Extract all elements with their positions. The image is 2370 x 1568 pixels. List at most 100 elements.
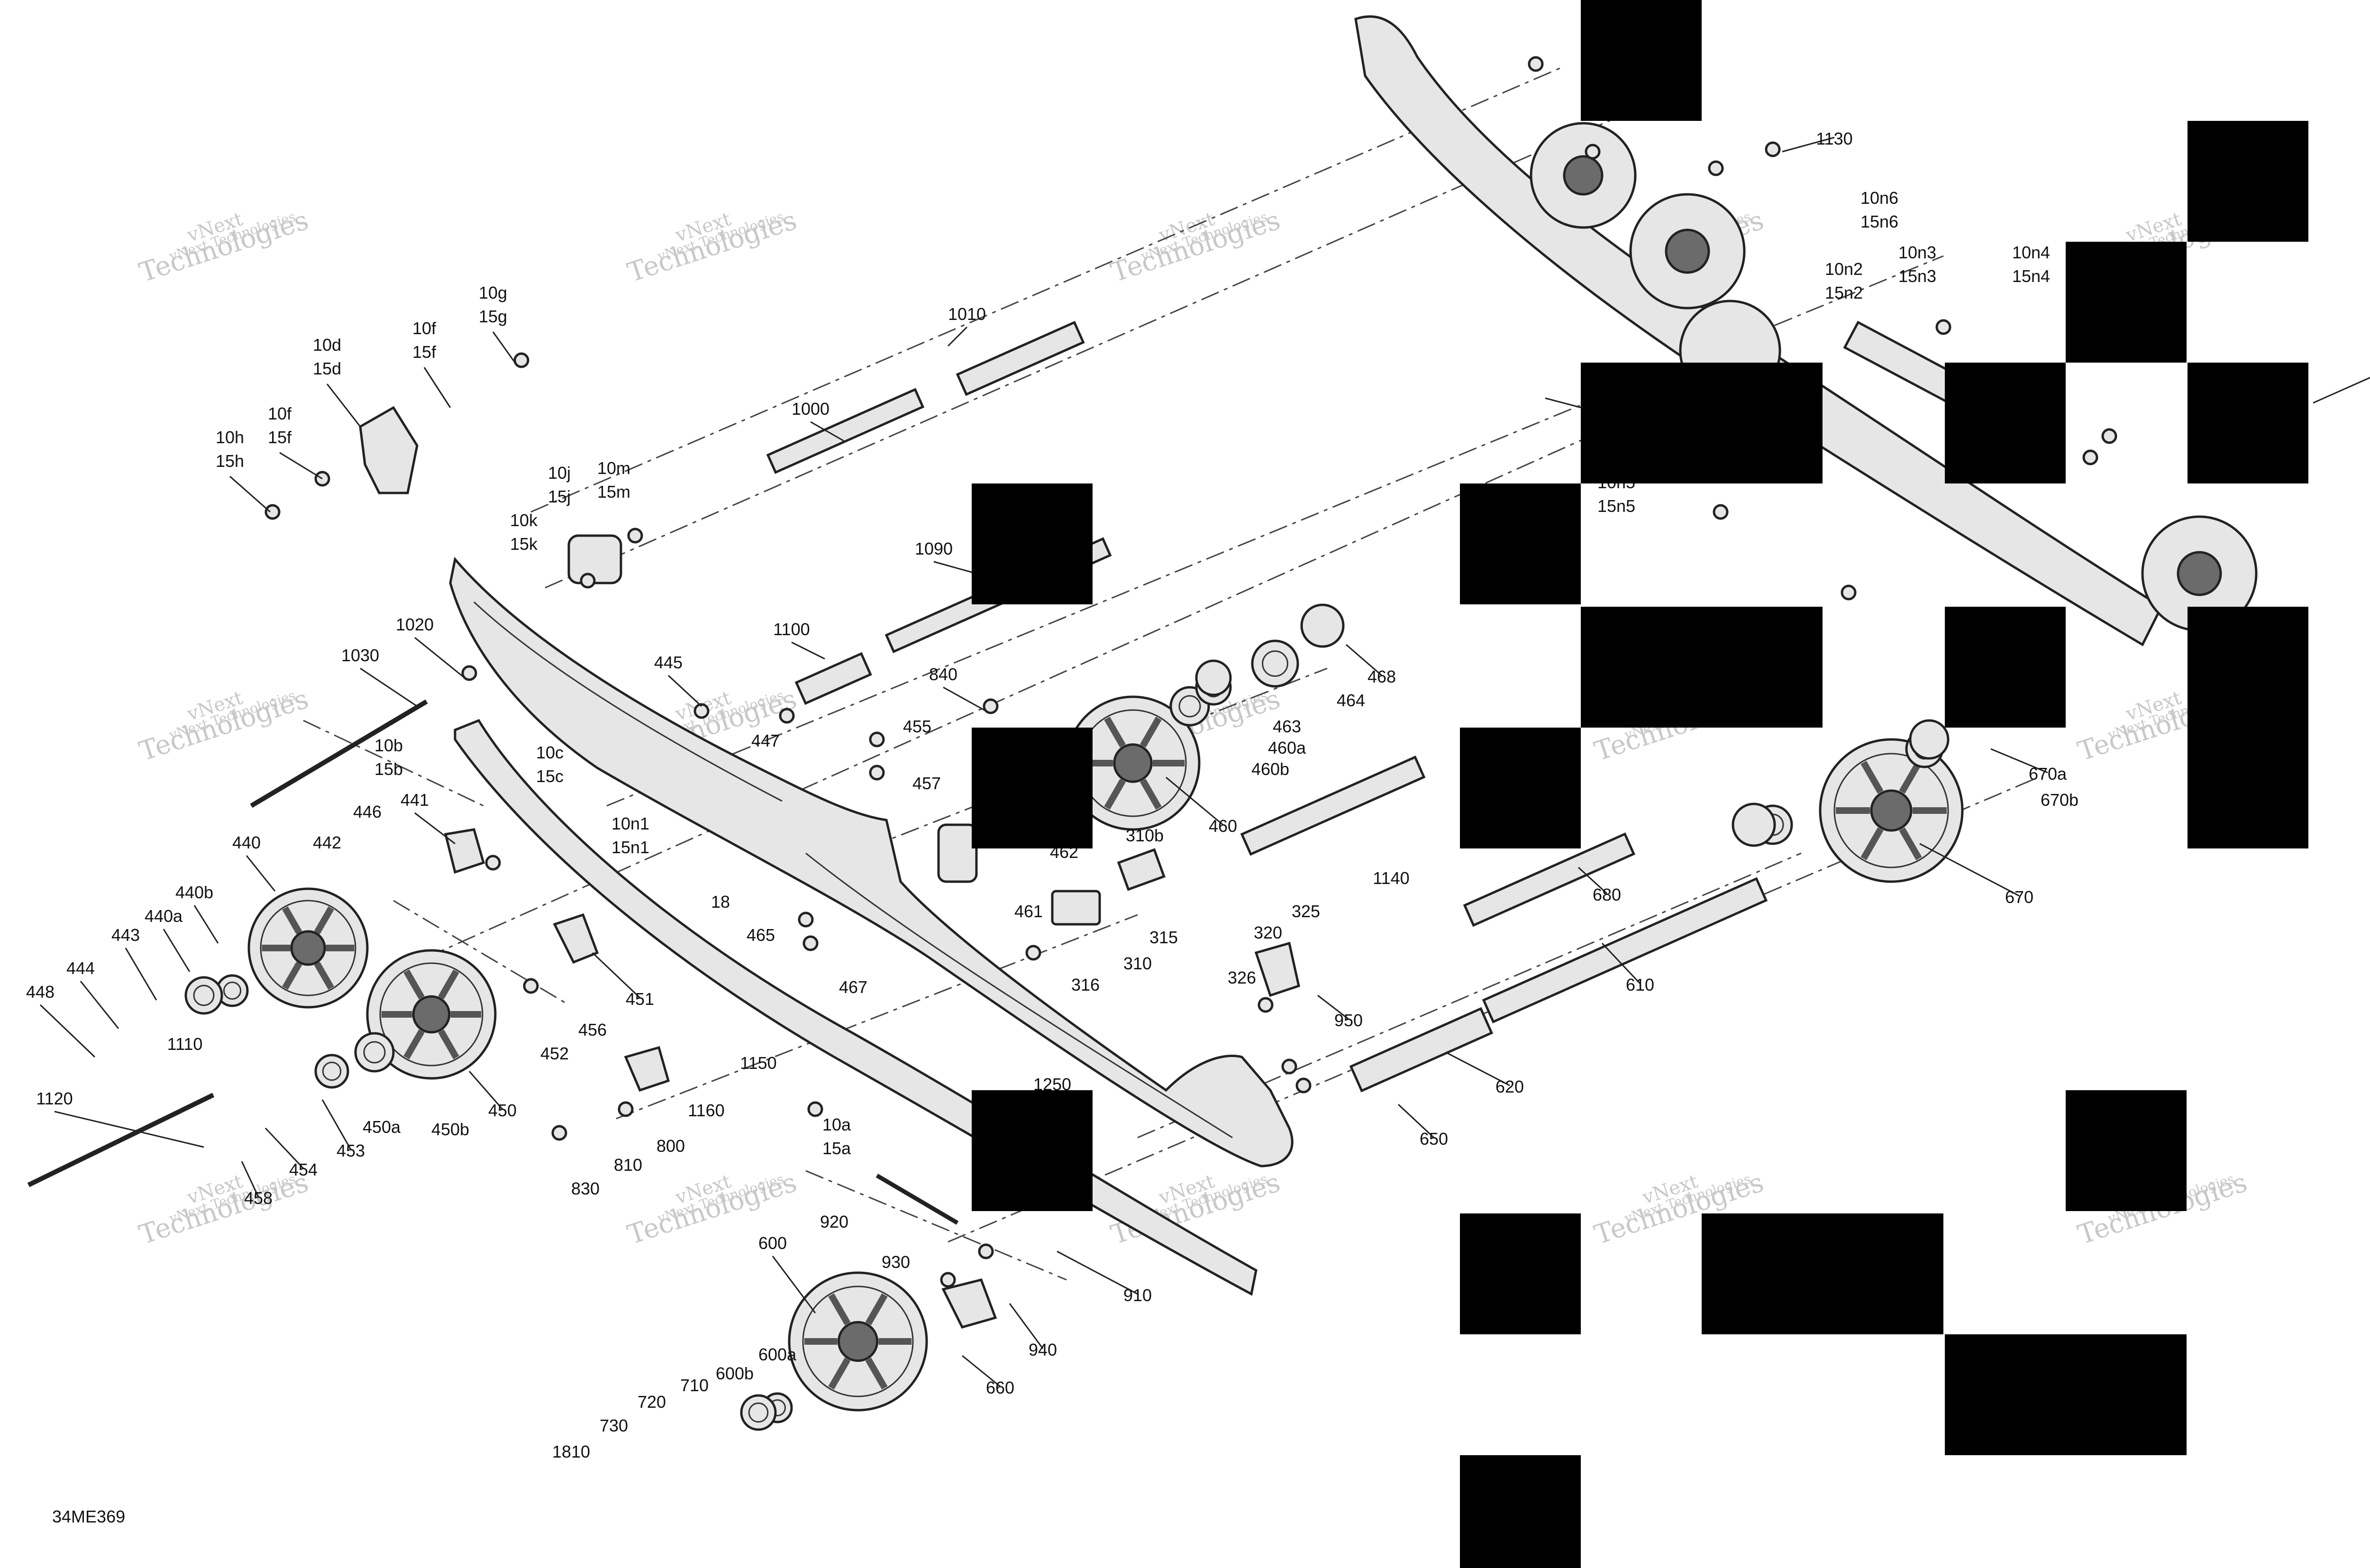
- callout-label: 950: [1334, 1011, 1363, 1030]
- callout-label: 1030: [341, 646, 379, 665]
- callout-label: 10n6: [1860, 188, 1898, 208]
- callout-label: 325: [1292, 902, 1320, 921]
- callout-label: 15h: [216, 451, 244, 471]
- callout-label: 1160: [688, 1101, 724, 1120]
- callout-label: 448: [26, 982, 55, 1002]
- callout-label: 468: [1367, 667, 1396, 686]
- callout-label: 10m: [597, 458, 630, 478]
- callout-label: 10n4: [2012, 243, 2050, 262]
- redaction-masks: [972, 0, 2308, 1568]
- callout-label: 440a: [145, 906, 183, 926]
- callout-label: 457: [912, 774, 941, 793]
- callout-label: 1110: [167, 1034, 203, 1054]
- callout-label: 442: [313, 833, 341, 852]
- callout-label: 15n4: [2012, 266, 2050, 286]
- callout-label: 10h: [216, 428, 244, 447]
- callout-label: 10k: [510, 511, 538, 530]
- callout-label: 680: [1593, 885, 1621, 904]
- callout-label: 446: [353, 802, 382, 821]
- callout-label: 452: [540, 1044, 569, 1063]
- fasteners: [264, 56, 2117, 1288]
- callout-label: 15j: [548, 487, 571, 506]
- leader-lines: [39, 137, 2048, 1387]
- callout-label: 15n1: [611, 838, 649, 857]
- callout-label: 450b: [431, 1120, 469, 1139]
- callout-label: 930: [882, 1252, 910, 1272]
- callout-label: 310b: [1126, 826, 1164, 845]
- slider-rail: [454, 719, 1258, 1296]
- callout-labels: 10g15g10d15d10f15f10f15f10h15h1010100010…: [26, 79, 2078, 1461]
- callout-label: 440b: [175, 883, 213, 902]
- callout-label: 460a: [1268, 738, 1306, 757]
- callout-label: 650: [1420, 1129, 1448, 1149]
- diagram-code: 34ME369: [52, 1507, 125, 1526]
- callout-label: 910: [1123, 1285, 1152, 1305]
- brackets: [359, 406, 1950, 1329]
- callout-label: 10f: [412, 319, 437, 338]
- callout-label: 1000: [792, 399, 830, 419]
- callout-label: 670a: [2029, 764, 2067, 784]
- callout-label: 310: [1123, 954, 1152, 973]
- callout-label: 610: [1626, 975, 1654, 994]
- callout-label: 320: [1254, 923, 1282, 942]
- callout-label: 440: [232, 833, 261, 852]
- callout-label: 10j: [548, 463, 571, 483]
- callout-label: 730: [600, 1416, 628, 1435]
- callout-label: 316: [1071, 975, 1100, 994]
- callout-label: 445: [654, 653, 683, 672]
- callout-label: 461: [1014, 902, 1043, 921]
- callout-label: 15g: [479, 307, 507, 326]
- callout-label: 1090: [915, 539, 953, 558]
- callout-label: 810: [614, 1155, 642, 1175]
- callout-label: 1150: [740, 1053, 776, 1073]
- callout-label: 600a: [758, 1345, 797, 1364]
- callout-label: 447: [751, 731, 780, 750]
- callout-label: 451: [626, 989, 654, 1009]
- callout-label: 15n3: [1898, 266, 1936, 286]
- callout-label: 10d: [313, 335, 341, 355]
- callout-label: 15f: [268, 428, 292, 447]
- callout-label: 10c: [536, 743, 564, 762]
- callout-label: 460: [1209, 816, 1237, 836]
- callout-label: 15b: [374, 759, 403, 779]
- callout-label: 10g: [479, 283, 507, 302]
- callout-label: 10b: [374, 736, 403, 755]
- callout-label: 10f: [268, 404, 292, 423]
- left-rail: [449, 556, 1294, 1167]
- callout-label: 15d: [313, 359, 341, 378]
- callout-label: 710: [680, 1376, 709, 1395]
- callout-label: 10n3: [1898, 243, 1936, 262]
- callout-label: 450a: [363, 1117, 401, 1137]
- callout-label: 465: [747, 925, 775, 945]
- callout-label: 800: [656, 1136, 685, 1156]
- callout-label: 940: [1029, 1340, 1057, 1359]
- callout-label: 15a: [822, 1139, 851, 1158]
- callout-label: 315: [1149, 928, 1178, 947]
- callout-label: 458: [244, 1188, 273, 1208]
- callout-label: 10n2: [1825, 259, 1863, 279]
- callout-label: 620: [1495, 1077, 1524, 1096]
- callout-label: 441: [401, 790, 429, 810]
- callout-label: 15c: [536, 766, 564, 786]
- callout-label: 18: [711, 892, 730, 912]
- callout-label: 1100: [773, 620, 810, 639]
- callout-label: 454: [289, 1160, 318, 1179]
- callout-label: 720: [638, 1392, 666, 1412]
- callout-label: 467: [839, 977, 867, 997]
- callout-label: 1020: [396, 615, 434, 634]
- callout-label: 443: [111, 925, 140, 945]
- callout-label: 15f: [412, 342, 437, 362]
- callout-label: 10n1: [611, 814, 649, 833]
- idler-wheels: [184, 639, 1964, 1431]
- callout-label: 456: [578, 1020, 607, 1039]
- callout-label: 450: [488, 1101, 517, 1120]
- callout-label: 455: [903, 717, 931, 736]
- callout-label: 326: [1228, 968, 1256, 987]
- callout-label: 444: [66, 958, 95, 978]
